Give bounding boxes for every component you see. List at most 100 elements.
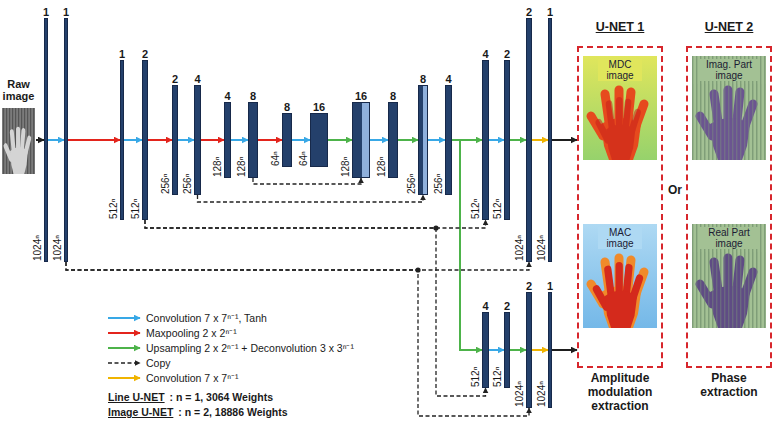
copy-connector	[66, 262, 529, 270]
channel-count: 2	[526, 280, 532, 292]
channel-count: 2	[504, 48, 510, 60]
channel-count: 1	[547, 280, 553, 292]
channel-count: 1	[547, 6, 553, 18]
hand-figure	[6, 130, 30, 174]
hand-core	[599, 101, 638, 160]
pool-arrow-sample	[108, 332, 140, 334]
layer-bar: 1512ⁿ	[120, 60, 124, 220]
legend-text: Maxpooling 2 x 2ⁿ⁻¹	[146, 326, 237, 340]
phase-stripes	[692, 252, 766, 328]
image-label: MAC image	[598, 227, 642, 249]
layer-arrow	[258, 139, 282, 141]
layer-arrow	[532, 349, 548, 351]
output-image: Imag. Part image	[692, 56, 766, 160]
final-conv-arrow-sample	[108, 377, 140, 379]
layer-arrow	[510, 139, 526, 141]
hand-figure	[591, 90, 644, 160]
legend-text: Convolution 7 x 7ⁿ⁻¹, Tanh	[146, 311, 267, 325]
feature-size: 1024ⁿ	[536, 381, 547, 407]
panel-title: U-NET 1	[579, 20, 661, 35]
layer-bar: 11024ⁿ	[548, 18, 552, 262]
output-image: Real Part image	[692, 224, 766, 328]
channel-count: 4	[482, 48, 488, 60]
layer-bar: 4256ⁿ	[194, 85, 201, 195]
output-panel: U-NET 2Phase extractionImag. Part imageR…	[686, 46, 772, 368]
network-name: Line U-NET	[108, 391, 165, 404]
panel-title: U-NET 2	[688, 20, 770, 35]
layer-arrow	[489, 349, 504, 351]
feature-size: 1024ⁿ	[514, 381, 525, 407]
layer-arrow	[489, 139, 504, 141]
layer-arrow	[510, 349, 526, 351]
output-image: MAC image	[583, 224, 657, 328]
channel-count: 16	[355, 90, 367, 102]
image-label: Imag. Part image	[698, 59, 760, 81]
layer-bar: 21024ⁿ	[526, 18, 532, 262]
layer-arrow	[48, 139, 64, 141]
layer-bar: 2512ⁿ	[142, 60, 148, 220]
output-image: MDC image	[583, 56, 657, 160]
channel-count: 4	[194, 73, 200, 85]
layer-bar: 8128ⁿ	[388, 102, 398, 178]
channel-count: 8	[390, 90, 396, 102]
phase-ground	[692, 224, 766, 328]
layer-bar: 16128ⁿ	[352, 102, 370, 178]
layer-arrow	[398, 139, 418, 141]
layer-bar: 2512ⁿ	[504, 312, 510, 388]
feature-size: 1024ⁿ	[514, 235, 525, 261]
legend-text: Copy	[146, 356, 171, 370]
layer-bar: 4128ⁿ	[224, 102, 231, 178]
legend-samples	[108, 318, 140, 378]
layer-arrow	[68, 139, 120, 141]
copy-connector	[145, 220, 486, 228]
channel-count: 2	[526, 6, 532, 18]
layer-arrow	[552, 349, 577, 351]
feature-size: 1024ⁿ	[536, 235, 547, 261]
feature-size: 512ⁿ	[470, 367, 481, 387]
phase-stripes	[692, 224, 766, 328]
layer-bar: 4512ⁿ	[482, 312, 489, 388]
panel-caption: Amplitude modulation extraction	[573, 371, 667, 413]
channel-count: 4	[224, 90, 230, 102]
layer-arrow	[428, 139, 445, 141]
feature-size: 512ⁿ	[492, 367, 503, 387]
layer-arrow	[148, 139, 172, 141]
output-panel: U-NET 1Amplitude modulation extractionMD…	[577, 46, 663, 368]
copy-connector	[253, 178, 361, 184]
layer-arrow	[452, 140, 482, 350]
feature-size: 512ⁿ	[130, 199, 141, 219]
layer-bar: 1664ⁿ	[310, 113, 328, 167]
channel-count: 1	[43, 6, 49, 18]
phase-ground	[692, 56, 766, 160]
layer-bar: 11024ⁿ	[64, 18, 68, 262]
legend-text: Convolution 7 x 7ⁿ⁻¹	[146, 371, 238, 385]
layer-arrow	[370, 139, 388, 141]
channel-count: 8	[284, 101, 290, 113]
feature-size: 256ⁿ	[182, 174, 193, 194]
channel-count: 8	[420, 73, 426, 85]
image-label: Real Part image	[698, 227, 760, 249]
layer-bar: 8256ⁿ	[418, 85, 428, 195]
layer-arrow	[124, 139, 142, 141]
layer-bar: 2512ⁿ	[504, 60, 510, 220]
layer-bar: 8128ⁿ	[248, 102, 258, 178]
layer-arrow	[532, 139, 548, 141]
copy-connector	[198, 195, 424, 202]
photo-stripes	[2, 108, 35, 174]
channel-count: 2	[504, 300, 510, 312]
heatmap-ground	[583, 56, 657, 160]
hand-core	[596, 266, 639, 328]
channel-count: 4	[445, 73, 451, 85]
feature-size: 128ⁿ	[236, 157, 247, 177]
panel-caption: Phase extraction	[682, 371, 776, 399]
channel-count: 1	[119, 48, 125, 60]
channel-count: 2	[142, 48, 148, 60]
layer-arrow	[328, 139, 352, 141]
feature-size: 512ⁿ	[492, 199, 503, 219]
hand-figure	[591, 258, 644, 328]
ac-heatmap	[583, 224, 657, 328]
feature-size: 128ⁿ	[340, 157, 351, 177]
layer-arrow	[231, 139, 248, 141]
heatmap-ground	[583, 224, 657, 328]
image-label: MDC image	[598, 59, 642, 81]
